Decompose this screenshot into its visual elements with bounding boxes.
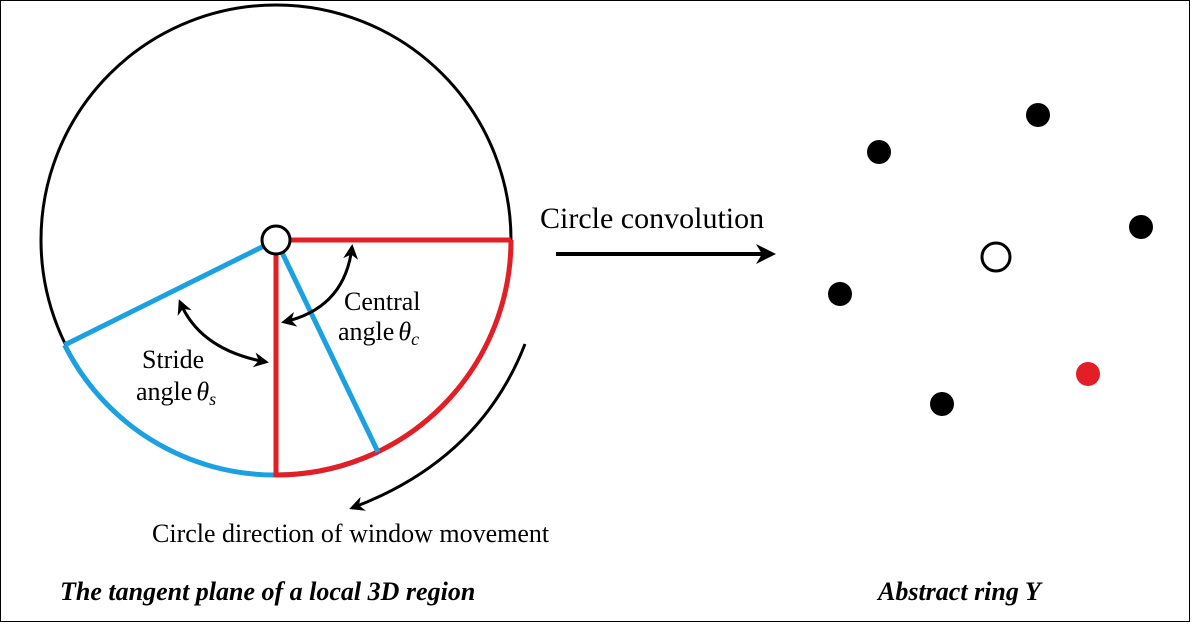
- direction-label: Circle direction of window movement: [152, 519, 550, 548]
- stride-radius-inner: [273, 238, 381, 454]
- ring-highlight-point: [1076, 362, 1100, 386]
- window-arc: [275, 239, 514, 478]
- ring-point: [930, 392, 954, 416]
- operation-label: Circle convolution: [540, 202, 764, 235]
- stride-angle-word: angle: [136, 377, 192, 406]
- stride-theta: θ: [196, 377, 209, 406]
- stride-angle-arrow: [177, 299, 269, 368]
- central-angle-arrow: [281, 244, 359, 327]
- ring-center-point: [980, 241, 1012, 273]
- stride-radius-left: [63, 237, 278, 348]
- ring-point: [1026, 103, 1050, 127]
- stride-arc: [62, 343, 277, 478]
- central-sub: c: [411, 329, 419, 349]
- central-label-line1: Central: [344, 287, 421, 316]
- left-caption: The tangent plane of a local 3D region: [60, 577, 475, 606]
- ring-point: [828, 282, 852, 306]
- stride-sub: s: [209, 389, 216, 409]
- right-caption: Abstract ring Y: [876, 577, 1043, 606]
- window-movement-arrow: [349, 343, 527, 511]
- stride-label-line1: Stride: [142, 345, 204, 374]
- center-point: [260, 224, 292, 256]
- ring-point: [867, 140, 891, 164]
- ring-point: [1129, 215, 1153, 239]
- central-theta: θ: [398, 317, 411, 346]
- central-angle-word: angle: [338, 317, 394, 346]
